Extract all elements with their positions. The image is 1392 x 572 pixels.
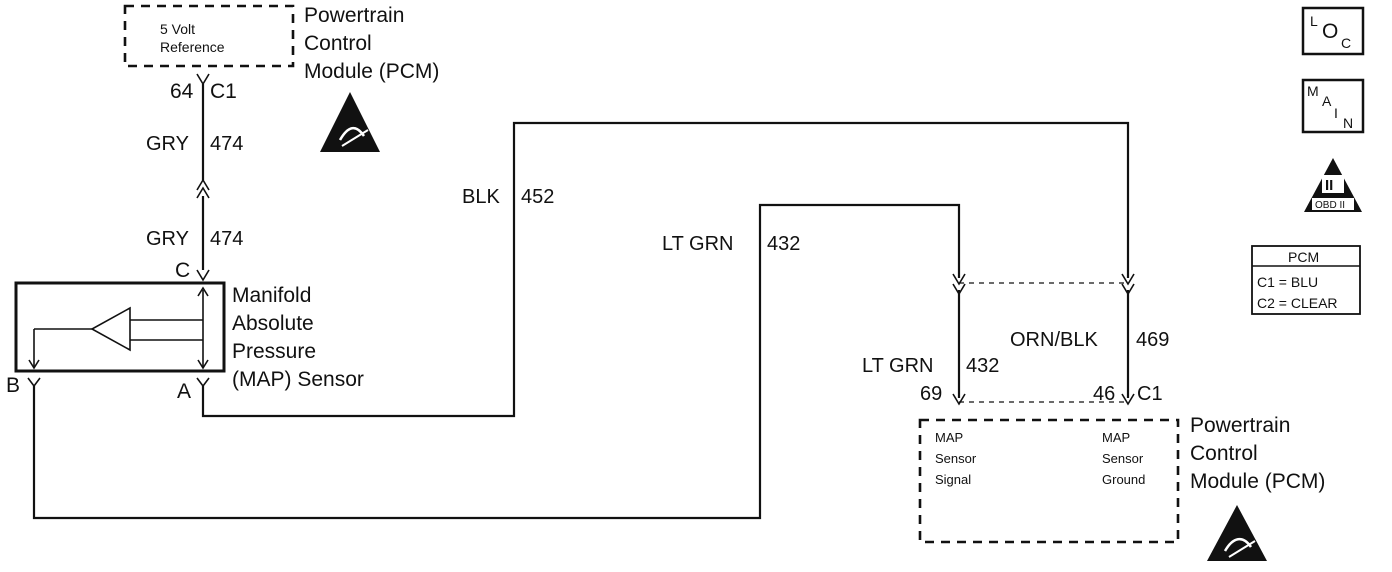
terminal-a: A [177, 380, 191, 403]
map-sensor: Manifold Absolute Pressure (MAP) Sensor … [6, 259, 364, 403]
obd-ii-icon: II OBD II [1304, 158, 1362, 212]
gry-upper-color: GRY [146, 133, 189, 155]
pin-ground: 46 [1093, 383, 1115, 405]
bottom-pcm-connector: C1 [1137, 383, 1163, 405]
terminal-b: B [6, 374, 20, 397]
top-pcm-connector: C1 [210, 80, 237, 103]
top-pcm-dashed-box [123, 4, 295, 68]
svg-text:C: C [1341, 35, 1351, 51]
wire-blk-452: BLK 452 [201, 121, 1135, 418]
top-pcm-pin: 64 [170, 80, 194, 103]
svg-text:L: L [1310, 13, 1318, 29]
ltgrn-upper-color: LT GRN [662, 233, 734, 255]
main-icon: M A I N [1301, 78, 1365, 134]
svg-text:I: I [1334, 105, 1338, 121]
ltgrn-lower-circuit: 432 [966, 355, 999, 377]
svg-text:N: N [1343, 115, 1353, 131]
bottom-pcm-name-1: Powertrain [1190, 414, 1290, 437]
top-pcm-module: 5 Volt Reference Powertrain Control Modu… [123, 4, 439, 152]
bottom-pcm-module: MAP Sensor Signal MAP Sensor Ground Powe… [918, 414, 1325, 561]
map-sensor-box [14, 281, 226, 373]
top-pcm-box-label-1: 5 Volt [160, 21, 195, 37]
amplifier-symbol [90, 306, 131, 352]
bottom-pcm-name-2: Control [1190, 442, 1258, 465]
svg-text:OBD II: OBD II [1315, 200, 1345, 211]
gry-lower-circuit: 474 [210, 228, 243, 250]
map-signal-label-3: Signal [935, 472, 971, 487]
map-ground-label-2: Sensor [1102, 451, 1144, 466]
connector-legend: PCM C1 = BLU C2 = CLEAR [1251, 245, 1361, 315]
ornblk-color: ORN/BLK [1010, 329, 1098, 351]
map-sensor-name-2: Absolute [232, 312, 314, 335]
loc-icon: L O C [1301, 6, 1365, 56]
svg-text:M: M [1307, 83, 1319, 99]
ltgrn-upper-circuit: 432 [767, 233, 800, 255]
svg-text:O: O [1322, 20, 1338, 43]
pin-signal: 69 [920, 383, 942, 405]
legend-title: PCM [1288, 249, 1319, 265]
gry-upper-circuit: 474 [210, 133, 243, 155]
wire-gry-474: GRY 474 GRY 474 [146, 73, 243, 282]
svg-text:A: A [1322, 93, 1332, 109]
esd-warning-icon [320, 92, 380, 152]
terminal-c: C [175, 259, 190, 282]
map-ground-label-3: Ground [1102, 472, 1145, 487]
top-pcm-name-1: Powertrain [304, 4, 404, 27]
bottom-pcm-name-3: Module (PCM) [1190, 470, 1325, 493]
bottom-pcm-dashed-box [918, 418, 1180, 544]
map-sensor-name-1: Manifold [232, 284, 311, 307]
map-sensor-name-3: Pressure [232, 340, 316, 363]
ornblk-circuit: 469 [1136, 329, 1169, 351]
map-ground-label-1: MAP [1102, 430, 1130, 445]
top-pcm-name-2: Control [304, 32, 372, 55]
esd-warning-icon-bottom [1207, 505, 1267, 561]
pcm-connector-section: LT GRN 432 ORN/BLK 469 69 46 C1 [862, 282, 1169, 406]
svg-text:II: II [1325, 177, 1333, 194]
map-sensor-name-4: (MAP) Sensor [232, 368, 364, 391]
ltgrn-lower-color: LT GRN [862, 355, 934, 377]
legend-c2: C2 = CLEAR [1257, 295, 1338, 311]
legend-c1: C1 = BLU [1257, 274, 1318, 290]
blk-circuit: 452 [521, 186, 554, 208]
top-pcm-name-3: Module (PCM) [304, 60, 439, 83]
wire-ltgrn-432: LT GRN 432 [32, 203, 966, 520]
top-pcm-box-label-2: Reference [160, 39, 225, 55]
blk-color: BLK [462, 186, 500, 208]
gry-lower-color: GRY [146, 228, 189, 250]
map-signal-label-2: Sensor [935, 451, 977, 466]
map-signal-label-1: MAP [935, 430, 963, 445]
